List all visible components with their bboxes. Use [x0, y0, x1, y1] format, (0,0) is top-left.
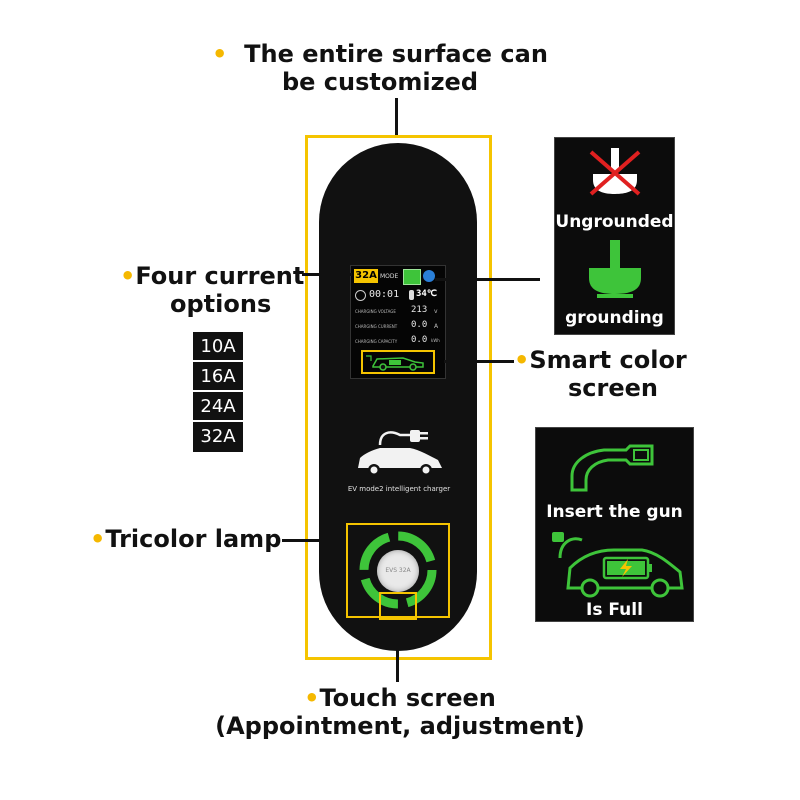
bullet-icon: •: [120, 262, 136, 290]
smart-color-screen: 32A MODE 00:01 34℃ CHARGING VOLTAGE 213 …: [350, 265, 446, 379]
thermometer-icon: [409, 290, 414, 300]
clock-icon: [355, 290, 366, 301]
charging-status-panel: Insert the gun Is Full: [535, 427, 694, 622]
tricolor-leader-line: [282, 539, 346, 542]
screen-car-frame: [361, 350, 435, 374]
device-caption: EV mode2 intelligent charger: [347, 485, 451, 493]
grounding-label: grounding: [565, 308, 664, 328]
tricolor-lamp-label: •Tricolor lamp: [90, 525, 282, 553]
bullet-icon: •: [514, 346, 530, 374]
grounding-icon: [589, 240, 641, 298]
charging-gun-icon: [570, 444, 654, 492]
is-full-label: Is Full: [586, 600, 643, 620]
capacity-value: 0.0: [411, 335, 428, 345]
capacity-label: CHARGING CAPACITY: [355, 339, 398, 344]
smart-screen-leader-line: [444, 360, 514, 363]
tricolor-lamp-frame: [346, 523, 450, 618]
bullet-icon: •: [304, 684, 320, 712]
current-option-10a: 10A: [193, 332, 243, 362]
current-option-16a: 16A: [193, 362, 243, 392]
ungrounded-label: Ungrounded: [555, 212, 674, 232]
current-label: CHARGING CURRENT: [355, 324, 398, 329]
current-leader-line: [302, 273, 352, 276]
current-options-list: 10A 16A 24A 32A: [193, 332, 243, 452]
screen-amp-badge: 32A: [354, 269, 378, 283]
touch-screen-label: •Touch screen (Appointment, adjustment): [215, 684, 585, 740]
bullet-icon: •: [212, 40, 228, 68]
touch-screen-frame: [379, 592, 417, 620]
current-unit: A: [434, 323, 439, 330]
car-full-battery-icon: [552, 532, 684, 598]
touch-button[interactable]: [377, 550, 419, 592]
capacity-unit: kWh: [431, 338, 440, 343]
grounding-leader-line: [435, 278, 540, 281]
surface-label: • The entire surface can be customized: [212, 40, 548, 96]
touch-leader-line: [396, 620, 399, 682]
screen-temperature: 34℃: [416, 289, 437, 299]
bullet-icon: •: [90, 525, 106, 553]
screen-timer: 00:01: [369, 289, 400, 300]
current-option-24a: 24A: [193, 392, 243, 422]
grounding-status-panel: Ungrounded grounding: [554, 137, 675, 335]
car-plug-logo-icon: [358, 430, 442, 476]
plug-status-icon: [403, 269, 421, 285]
screen-mode-label: MODE: [380, 273, 399, 280]
voltage-value: 213: [411, 305, 428, 315]
smart-screen-label: •Smart color screen: [514, 346, 687, 402]
ungrounded-icon: [589, 148, 641, 196]
current-options-label: •Four current options: [120, 262, 305, 318]
surface-leader-line: [395, 98, 398, 136]
touch-button-text: EVS 32A: [385, 567, 411, 574]
shield-icon: [423, 270, 435, 282]
tricolor-lamp-ring: [359, 531, 437, 609]
car-charging-icon: [366, 355, 424, 371]
voltage-label: CHARGING VOLTAGE: [355, 309, 396, 314]
current-value: 0.0: [411, 320, 428, 330]
insert-gun-label: Insert the gun: [546, 502, 683, 522]
current-option-32a: 32A: [193, 422, 243, 452]
voltage-unit: v: [434, 308, 438, 315]
